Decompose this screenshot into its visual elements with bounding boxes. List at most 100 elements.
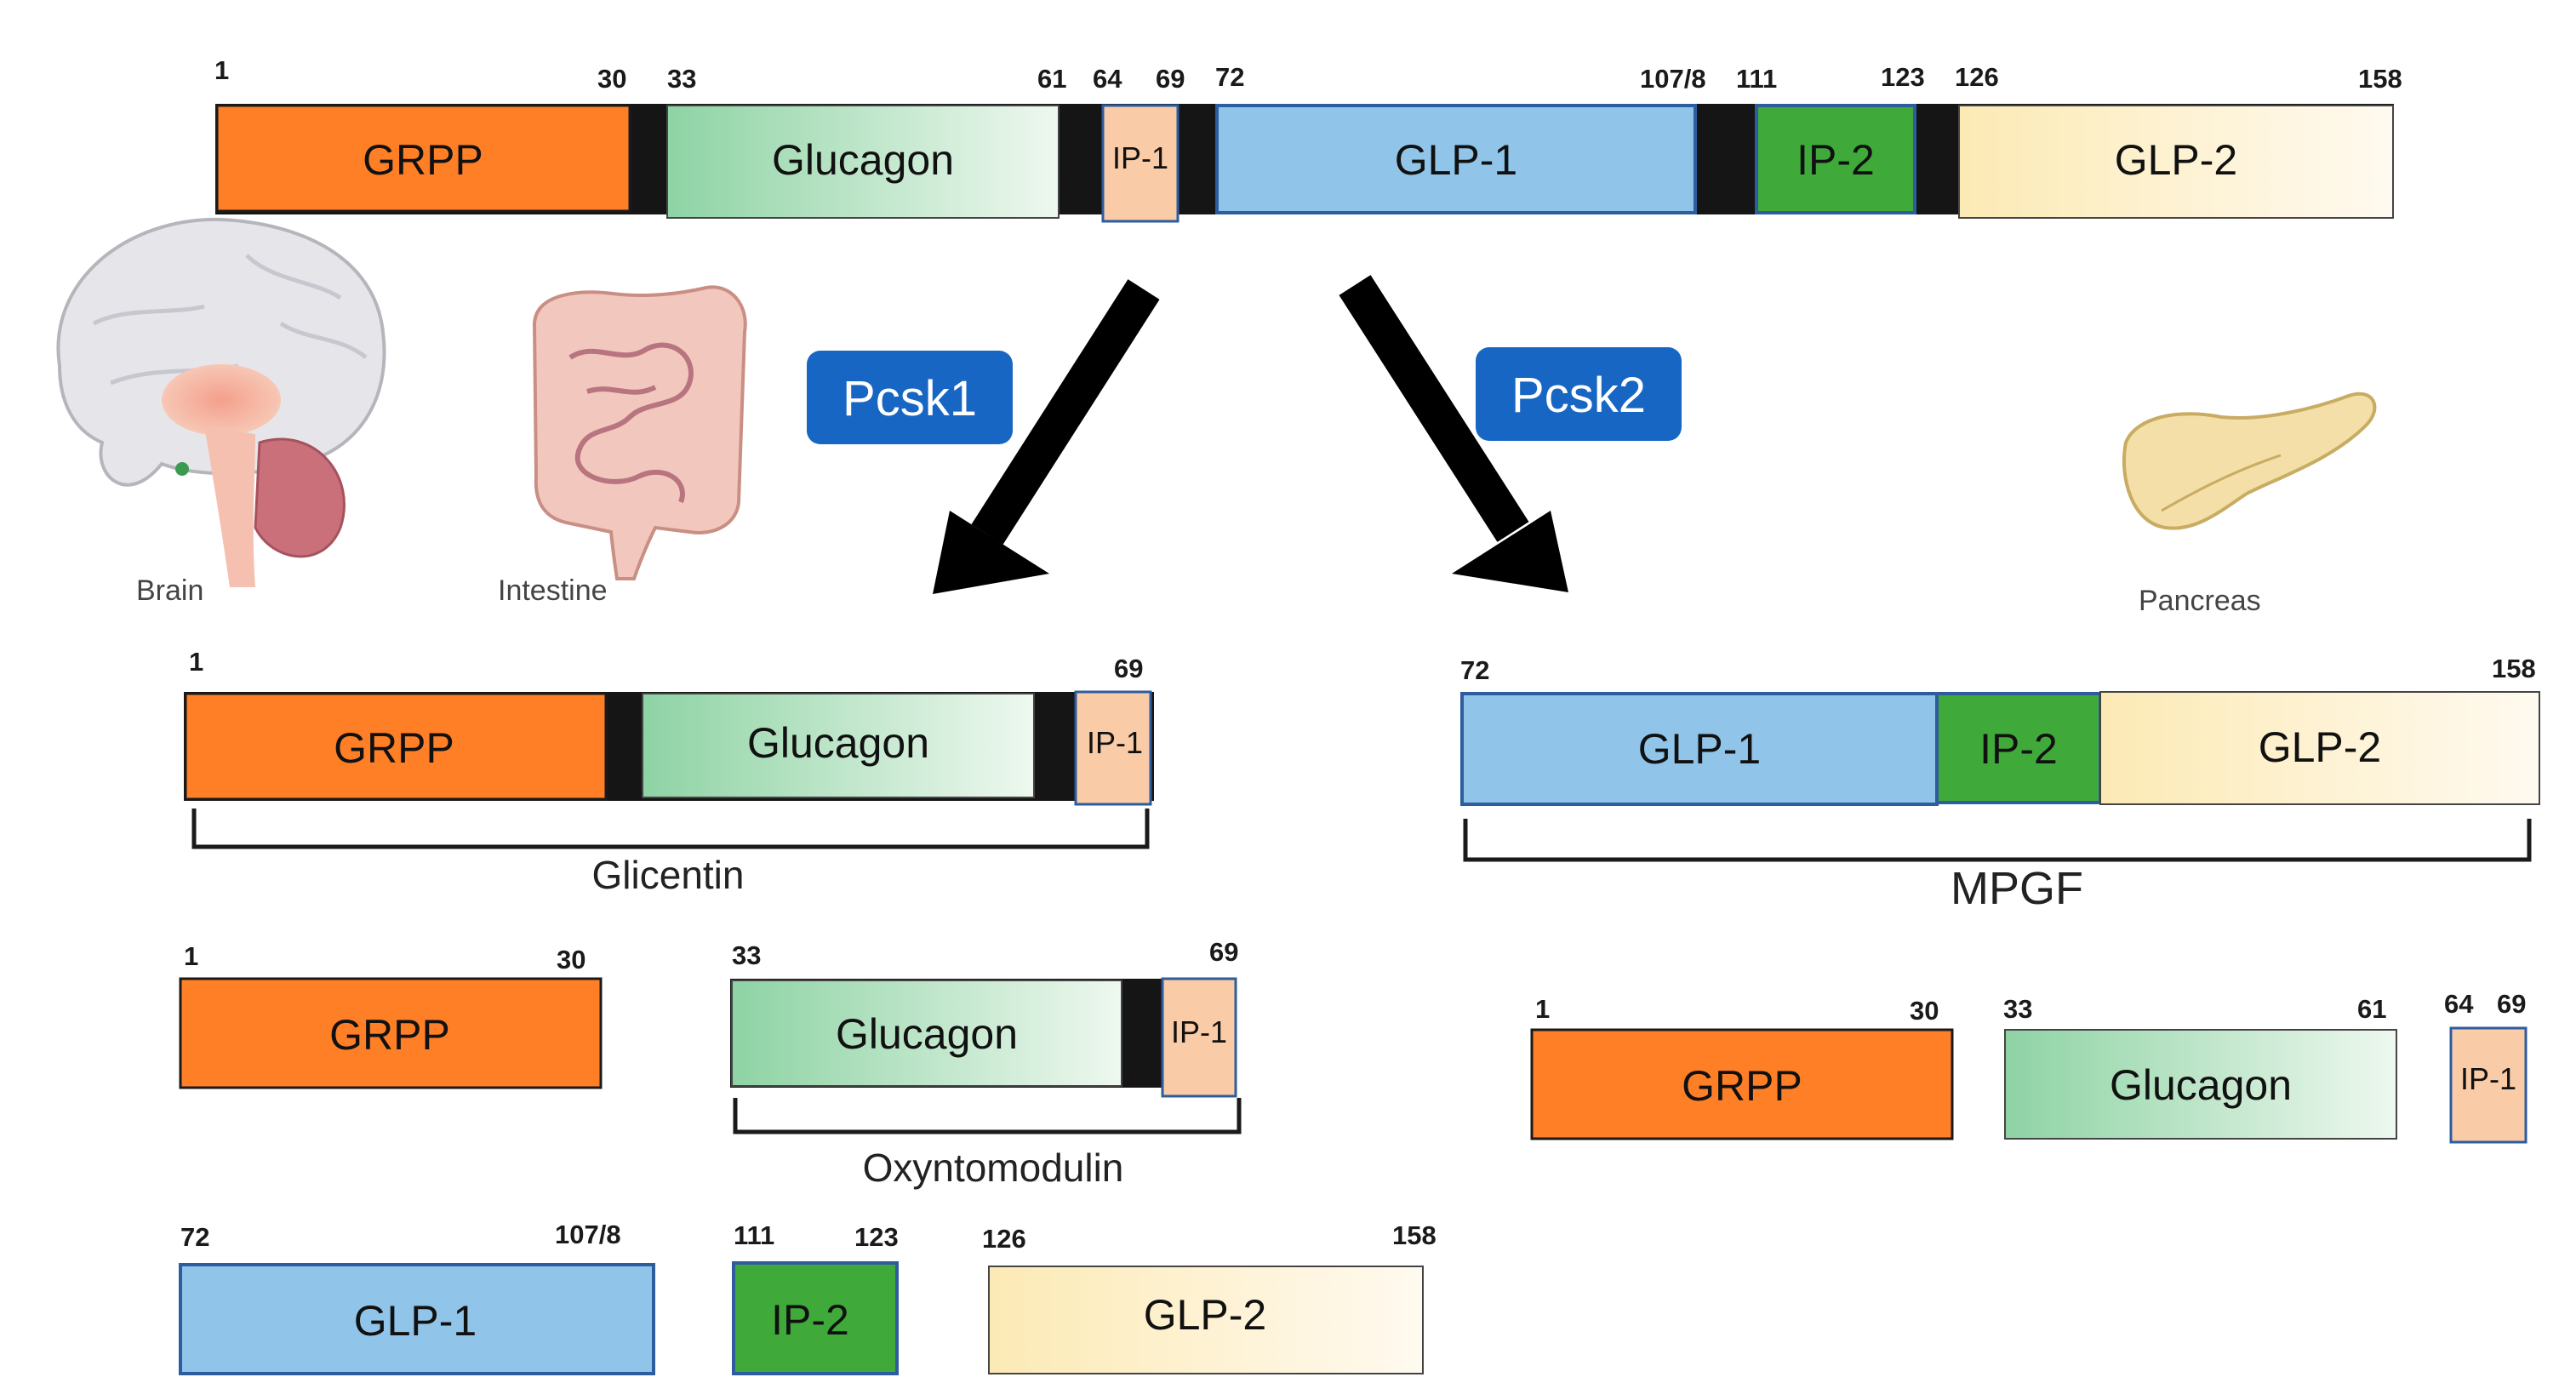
left-grpp-end-number: 30	[557, 945, 585, 974]
left-glp1-end-number: 107/8	[555, 1220, 621, 1249]
residue-number-107-8: 107/8	[1640, 64, 1706, 94]
glp1-segment	[1215, 104, 1697, 214]
left-glp2-segment	[988, 1266, 1424, 1374]
pcsk2-badge: Pcsk2	[1476, 347, 1682, 441]
mpgf-start-number: 72	[1460, 655, 1489, 685]
left-glp1-product: GLP-1 72 107/8	[179, 1220, 655, 1375]
intestine-illustration	[532, 285, 747, 580]
right-grpp-start-number: 1	[1535, 994, 1550, 1024]
oxyntomodulin-ip1-label: IP-1	[1171, 1014, 1227, 1049]
grpp-segment	[215, 104, 631, 213]
glicentin-end-number: 69	[1114, 654, 1143, 683]
glp1-label: GLP-1	[1395, 136, 1518, 184]
glicentin-grpp-label: GRPP	[334, 724, 454, 772]
mpgf-ip2-segment	[1935, 692, 2102, 804]
pcsk2-label: Pcsk2	[1511, 368, 1646, 423]
oxyntomodulin-caption: Oxyntomodulin	[863, 1146, 1124, 1190]
right-ip1-end-number: 69	[2497, 989, 2526, 1019]
glicentin-glucagon-label: Glucagon	[747, 719, 929, 767]
mpgf-glp1-segment	[1460, 692, 1939, 806]
glicentin-caption: Glicentin	[592, 853, 745, 897]
cleavage-arrows	[933, 275, 1568, 594]
left-arrow	[933, 279, 1160, 594]
mpgf-glp1-label: GLP-1	[1638, 725, 1762, 773]
mpgf-glp2-label: GLP-2	[2259, 723, 2382, 771]
residue-number-69: 69	[1156, 64, 1185, 94]
residue-number-64: 64	[1093, 64, 1122, 94]
ip1-segment	[1101, 104, 1179, 223]
residue-number-72: 72	[1215, 62, 1244, 92]
right-ip1-segment	[2449, 1026, 2527, 1144]
right-glucagon-start-number: 33	[2003, 994, 2032, 1024]
brain-label: Brain	[136, 574, 203, 607]
left-glp2-product: GLP-2 126 158	[982, 1220, 1437, 1374]
glp2-label: GLP-2	[2115, 136, 2238, 184]
left-ip2-end-number: 123	[854, 1222, 899, 1252]
grpp-label: GRPP	[363, 136, 483, 184]
intestine-label: Intestine	[498, 574, 608, 607]
ip1-label: IP-1	[1112, 140, 1168, 175]
pcsk1-label: Pcsk1	[842, 371, 977, 426]
residue-number-61: 61	[1037, 64, 1066, 94]
left-ip2-start-number: 111	[734, 1220, 774, 1250]
left-ip2-segment	[732, 1261, 899, 1375]
left-ip2-label: IP-2	[771, 1296, 849, 1344]
residue-number-111: 111	[1736, 64, 1777, 94]
ip2-segment	[1755, 104, 1916, 214]
right-glucagon-end-number: 61	[2357, 994, 2386, 1024]
glucagon-label: Glucagon	[772, 136, 954, 184]
glicentin-glucagon-segment	[642, 693, 1035, 798]
mpgf-ip2-label: IP-2	[1979, 725, 2058, 773]
residue-number-1: 1	[214, 55, 229, 85]
residue-number-30: 30	[597, 64, 626, 94]
residue-number-123: 123	[1881, 62, 1925, 92]
left-glp1-start-number: 72	[180, 1222, 209, 1252]
left-grpp-segment	[179, 977, 603, 1089]
right-glucagon-label: Glucagon	[2110, 1061, 2292, 1109]
left-glp2-end-number: 158	[1392, 1220, 1437, 1250]
mpgf-caption: MPGF	[1951, 863, 2083, 914]
mpgf-group: GLP-1 IP-2 GLP-2 72 158 MPGF	[1460, 654, 2540, 914]
mpgf-end-number: 158	[2492, 654, 2536, 683]
right-glucagon-product: Glucagon 33 61	[2003, 994, 2397, 1140]
glicentin-grpp-segment	[184, 692, 608, 801]
glicentin-ip1-segment	[1074, 690, 1152, 806]
right-glucagon-segment	[2004, 1029, 2397, 1140]
right-grpp-product: GRPP 1 30	[1530, 994, 1954, 1140]
glucagon-segment	[666, 105, 1060, 219]
pancreas-label: Pancreas	[2139, 585, 2261, 617]
right-ip1-product: IP-1 64 69	[2444, 989, 2527, 1144]
pcsk1-badge: Pcsk1	[807, 351, 1013, 444]
left-glp1-segment	[179, 1263, 655, 1375]
right-grpp-end-number: 30	[1910, 996, 1939, 1026]
left-grpp-label: GRPP	[329, 1011, 450, 1059]
brain-illustration	[56, 217, 386, 587]
proglucagon-full-bar: GRPP Glucagon IP-1 GLP-1 IP-2 GLP-2 1 30…	[214, 55, 2402, 223]
residue-number-126: 126	[1955, 62, 1999, 92]
right-ip1-start-number: 64	[2444, 989, 2474, 1019]
glicentin-ip1-label: IP-1	[1087, 725, 1143, 760]
left-glp2-start-number: 126	[982, 1224, 1026, 1254]
glicentin-start-number: 1	[189, 647, 203, 677]
oxyntomodulin-ip1-segment	[1161, 977, 1237, 1098]
left-ip2-product: IP-2 111 123	[732, 1220, 899, 1375]
residue-number-158: 158	[2358, 64, 2402, 94]
oxyntomodulin-end-number: 69	[1209, 937, 1238, 967]
oxyntomodulin-start-number: 33	[732, 940, 761, 970]
residue-number-33: 33	[667, 64, 696, 94]
oxyntomodulin-product: Glucagon IP-1 33 69 Oxyntomodulin	[730, 937, 1242, 1190]
right-grpp-label: GRPP	[1682, 1062, 1802, 1110]
mpgf-glp2-segment	[2099, 691, 2540, 805]
ip2-label: IP-2	[1796, 136, 1875, 184]
left-grpp-product: GRPP 1 30	[179, 941, 603, 1089]
left-grpp-start-number: 1	[184, 941, 198, 971]
right-grpp-segment	[1530, 1028, 1954, 1140]
oxyntomodulin-glucagon-segment	[731, 980, 1122, 1087]
oxyntomodulin-bracket	[733, 1098, 1242, 1134]
glicentin-group: GRPP Glucagon IP-1 1 69 Glicentin	[184, 647, 1154, 897]
pancreas-illustration	[2122, 391, 2377, 530]
oxyntomodulin-glucagon-label: Glucagon	[836, 1010, 1018, 1058]
right-ip1-label: IP-1	[2460, 1061, 2516, 1096]
